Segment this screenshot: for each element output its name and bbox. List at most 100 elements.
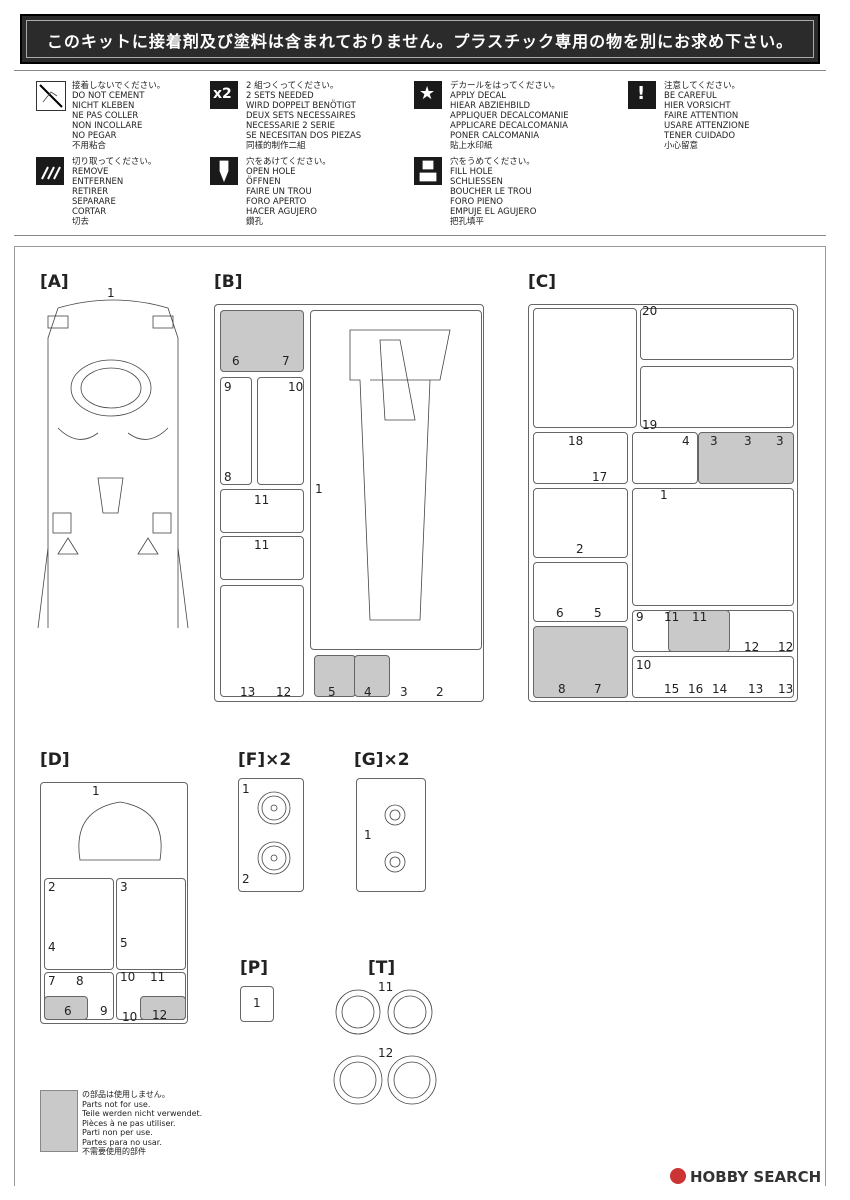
g-hubs (384, 804, 406, 873)
sprue-f-label: [F]×2 (238, 750, 292, 770)
b-part-12: 12 (276, 685, 292, 699)
d-part-6: 6 (64, 1004, 72, 1018)
c-part-13a: 13 (748, 682, 764, 696)
c-part-3a: 3 (710, 434, 718, 448)
sprue-c-unused-8-7 (533, 626, 628, 698)
sprue-d-frame (40, 782, 188, 1024)
d-part-10b: 10 (122, 1010, 138, 1024)
sprue-c-part-19 (640, 366, 794, 428)
sprue-d-cell-3-5 (116, 878, 186, 970)
sprue-b-unused-4 (354, 655, 390, 697)
note-line: 不需要使用的部件 (82, 1147, 146, 1156)
sprue-b-frame (214, 304, 484, 702)
c-part-17: 17 (592, 470, 608, 484)
be-careful-line: FAIRE ATTENTION (664, 111, 739, 121)
be-careful-line: BE CAREFUL (664, 91, 717, 101)
two-sets-line: SE NECESITAN DOS PIEZAS (246, 131, 362, 141)
c-part-11a: 11 (664, 610, 680, 624)
c-part-8: 8 (558, 682, 566, 696)
d-part-8: 8 (76, 974, 84, 988)
c-part-1: 1 (660, 488, 668, 502)
banner-text: このキットに接着剤及び塗料は含まれておりません。プラスチック専用の物を別にお求め… (46, 32, 794, 51)
b-part-7: 7 (282, 354, 290, 368)
sprue-b-cell-11b (220, 536, 304, 580)
fill-hole-icon (414, 157, 442, 185)
drill-icon (210, 157, 238, 185)
apply-decal-line: 貼上水印紙 (450, 141, 493, 151)
chassis-part (349, 329, 451, 621)
sprue-b-cell-9-8 (220, 377, 252, 485)
note-line: の部品は使用しません。 (82, 1090, 170, 1099)
b-part-8: 8 (224, 470, 232, 484)
sprue-b-chassis-cell (310, 310, 482, 650)
hobby-search-logo-icon (670, 1168, 686, 1184)
f-part-2: 2 (242, 872, 250, 886)
open-hole-line: OPEN HOLE (246, 167, 296, 177)
d-part-7: 7 (48, 974, 56, 988)
sprue-p-label: [P] (240, 958, 268, 978)
d-part-1: 1 (92, 784, 100, 798)
two-sets-line: 同樣的制作二組 (246, 141, 306, 151)
two-sets-line: 2 組つくってください。 (246, 81, 339, 91)
remove-line: 切去 (72, 217, 90, 227)
f-wheels (257, 791, 291, 875)
d-part-10a: 10 (120, 970, 136, 984)
d-part-5: 5 (120, 936, 128, 950)
sprue-c-panel (533, 308, 637, 428)
c-part-7: 7 (594, 682, 602, 696)
c-part-16: 16 (688, 682, 704, 696)
c-part-20: 20 (642, 304, 658, 318)
sprue-c-frame (528, 304, 798, 702)
caution-icon: ! (628, 81, 656, 109)
do-not-cement-line: NO PEGAR (72, 131, 117, 141)
sprue-b-cell-11a (220, 489, 304, 533)
cut-icon (36, 157, 64, 185)
fill-hole-line: FILL HOLE (450, 167, 493, 177)
c-part-13b: 13 (778, 682, 794, 696)
d-part-1-shape (78, 801, 162, 861)
banner-border (26, 20, 814, 58)
sprue-c-part-20 (640, 308, 794, 360)
d-part-2: 2 (48, 880, 56, 894)
sprue-c-unused-3 (698, 432, 794, 484)
c-part-6: 6 (556, 606, 564, 620)
sprue-t-label: [T] (368, 958, 396, 978)
open-hole-line: ÖFFNEN (246, 177, 281, 187)
sprue-b-cell-10 (257, 377, 304, 485)
c-part-12b: 12 (778, 640, 794, 654)
sprue-b-unused-6-7 (220, 310, 304, 372)
b-part-6: 6 (232, 354, 240, 368)
c-part-9: 9 (636, 610, 644, 624)
sprue-d-unused-6 (44, 996, 88, 1020)
g-part-1: 1 (364, 828, 372, 842)
open-hole-line: FAIRE UN TROU (246, 187, 312, 197)
tires (333, 989, 437, 1105)
b-part-5: 5 (328, 685, 336, 699)
do-not-cement-line: NE PAS COLLER (72, 111, 139, 121)
sprue-a-part-1: 1 (107, 286, 115, 300)
be-careful-line: 小心留意 (664, 141, 699, 151)
c-part-4: 4 (682, 434, 690, 448)
t-part-12: 12 (378, 1046, 394, 1060)
remove-line: REMOVE (72, 167, 109, 177)
apply-decal-line: APPLIQUER DECALCOMANIE (450, 111, 569, 121)
d-part-9: 9 (100, 1004, 108, 1018)
d-part-3: 3 (120, 880, 128, 894)
watermark: HOBBY SEARCH (690, 1168, 822, 1186)
sprue-g-label: [G]×2 (354, 750, 410, 770)
remove-line: 切り取ってください。 (72, 157, 157, 167)
apply-decal-line: デカールをはってください。 (450, 81, 560, 91)
note-line: Parti non per use. (82, 1128, 153, 1137)
sprue-c-cell-2 (533, 488, 628, 558)
sprue-f-frame (238, 778, 304, 892)
star-icon: ★ (414, 81, 442, 109)
note-line: Parts not for use. (82, 1099, 151, 1109)
p-part-1: 1 (253, 996, 261, 1010)
c-part-12a: 12 (744, 640, 760, 654)
sprue-p-frame (240, 986, 274, 1022)
apply-decal-line: PONER CALCOMANIA (450, 131, 540, 141)
two-sets-line: NECESSARIE 2 SERIE (246, 121, 335, 131)
sprue-c-cell-4 (632, 432, 698, 484)
sprue-b-cell-13-12 (220, 585, 304, 697)
